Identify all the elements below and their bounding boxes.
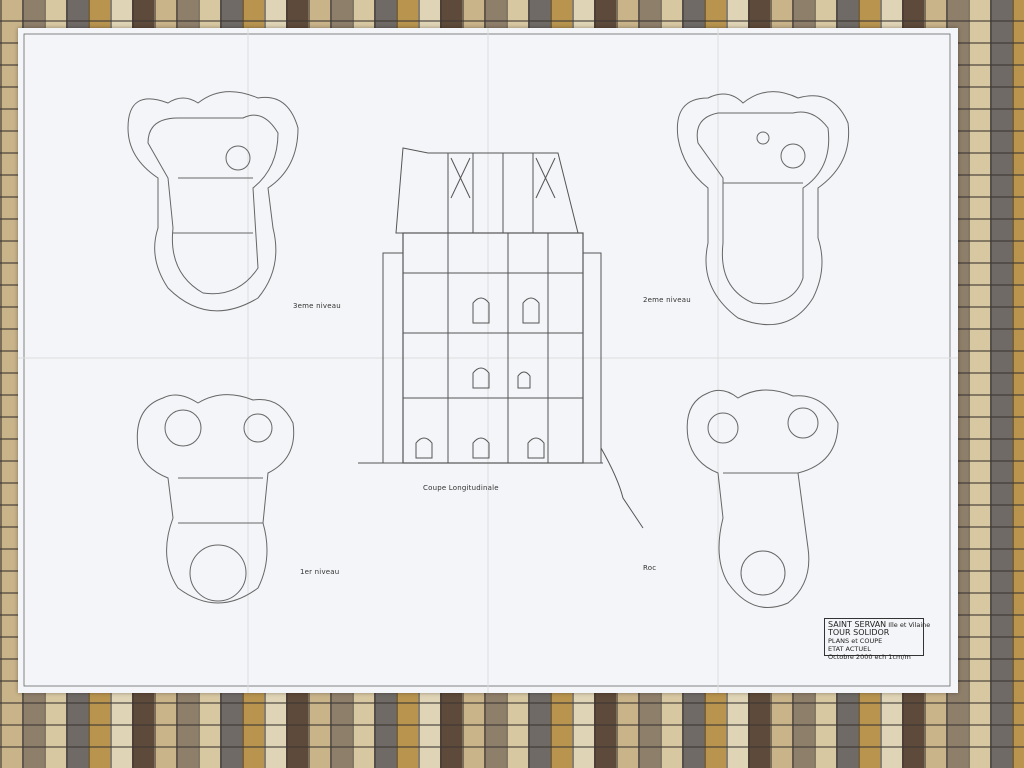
label-level3: 3eme niveau	[293, 302, 341, 310]
plan-top-left	[127, 91, 299, 312]
title-state: ETAT ACTUEL	[828, 645, 871, 653]
title-plans: PLANS et COUPE	[828, 637, 883, 645]
plan-top-right	[676, 91, 850, 326]
title-date-scale: Octobre 2000 ech 1cm/m	[828, 653, 911, 661]
title-department: Ille et Vilaine	[888, 621, 931, 629]
title-town: SAINT SERVAN	[828, 620, 887, 629]
title-monument: TOUR SOLIDOR	[828, 628, 890, 637]
label-level2: 2eme niveau	[643, 296, 691, 304]
label-roc: Roc	[643, 564, 657, 572]
label-level1: 1er niveau	[300, 568, 340, 576]
plan-bottom-left	[136, 394, 295, 604]
drawing-lines	[18, 28, 958, 693]
section-elevation	[358, 147, 644, 529]
plan-bottom-right	[686, 389, 839, 608]
title-block: SAINT SERVAN Ille et Vilaine TOUR SOLIDO…	[824, 618, 930, 661]
blueprint-sheet: 3eme niveau 2eme niveau 1er niveau Roc C…	[18, 28, 958, 693]
label-section: Coupe Longitudinale	[423, 484, 499, 492]
